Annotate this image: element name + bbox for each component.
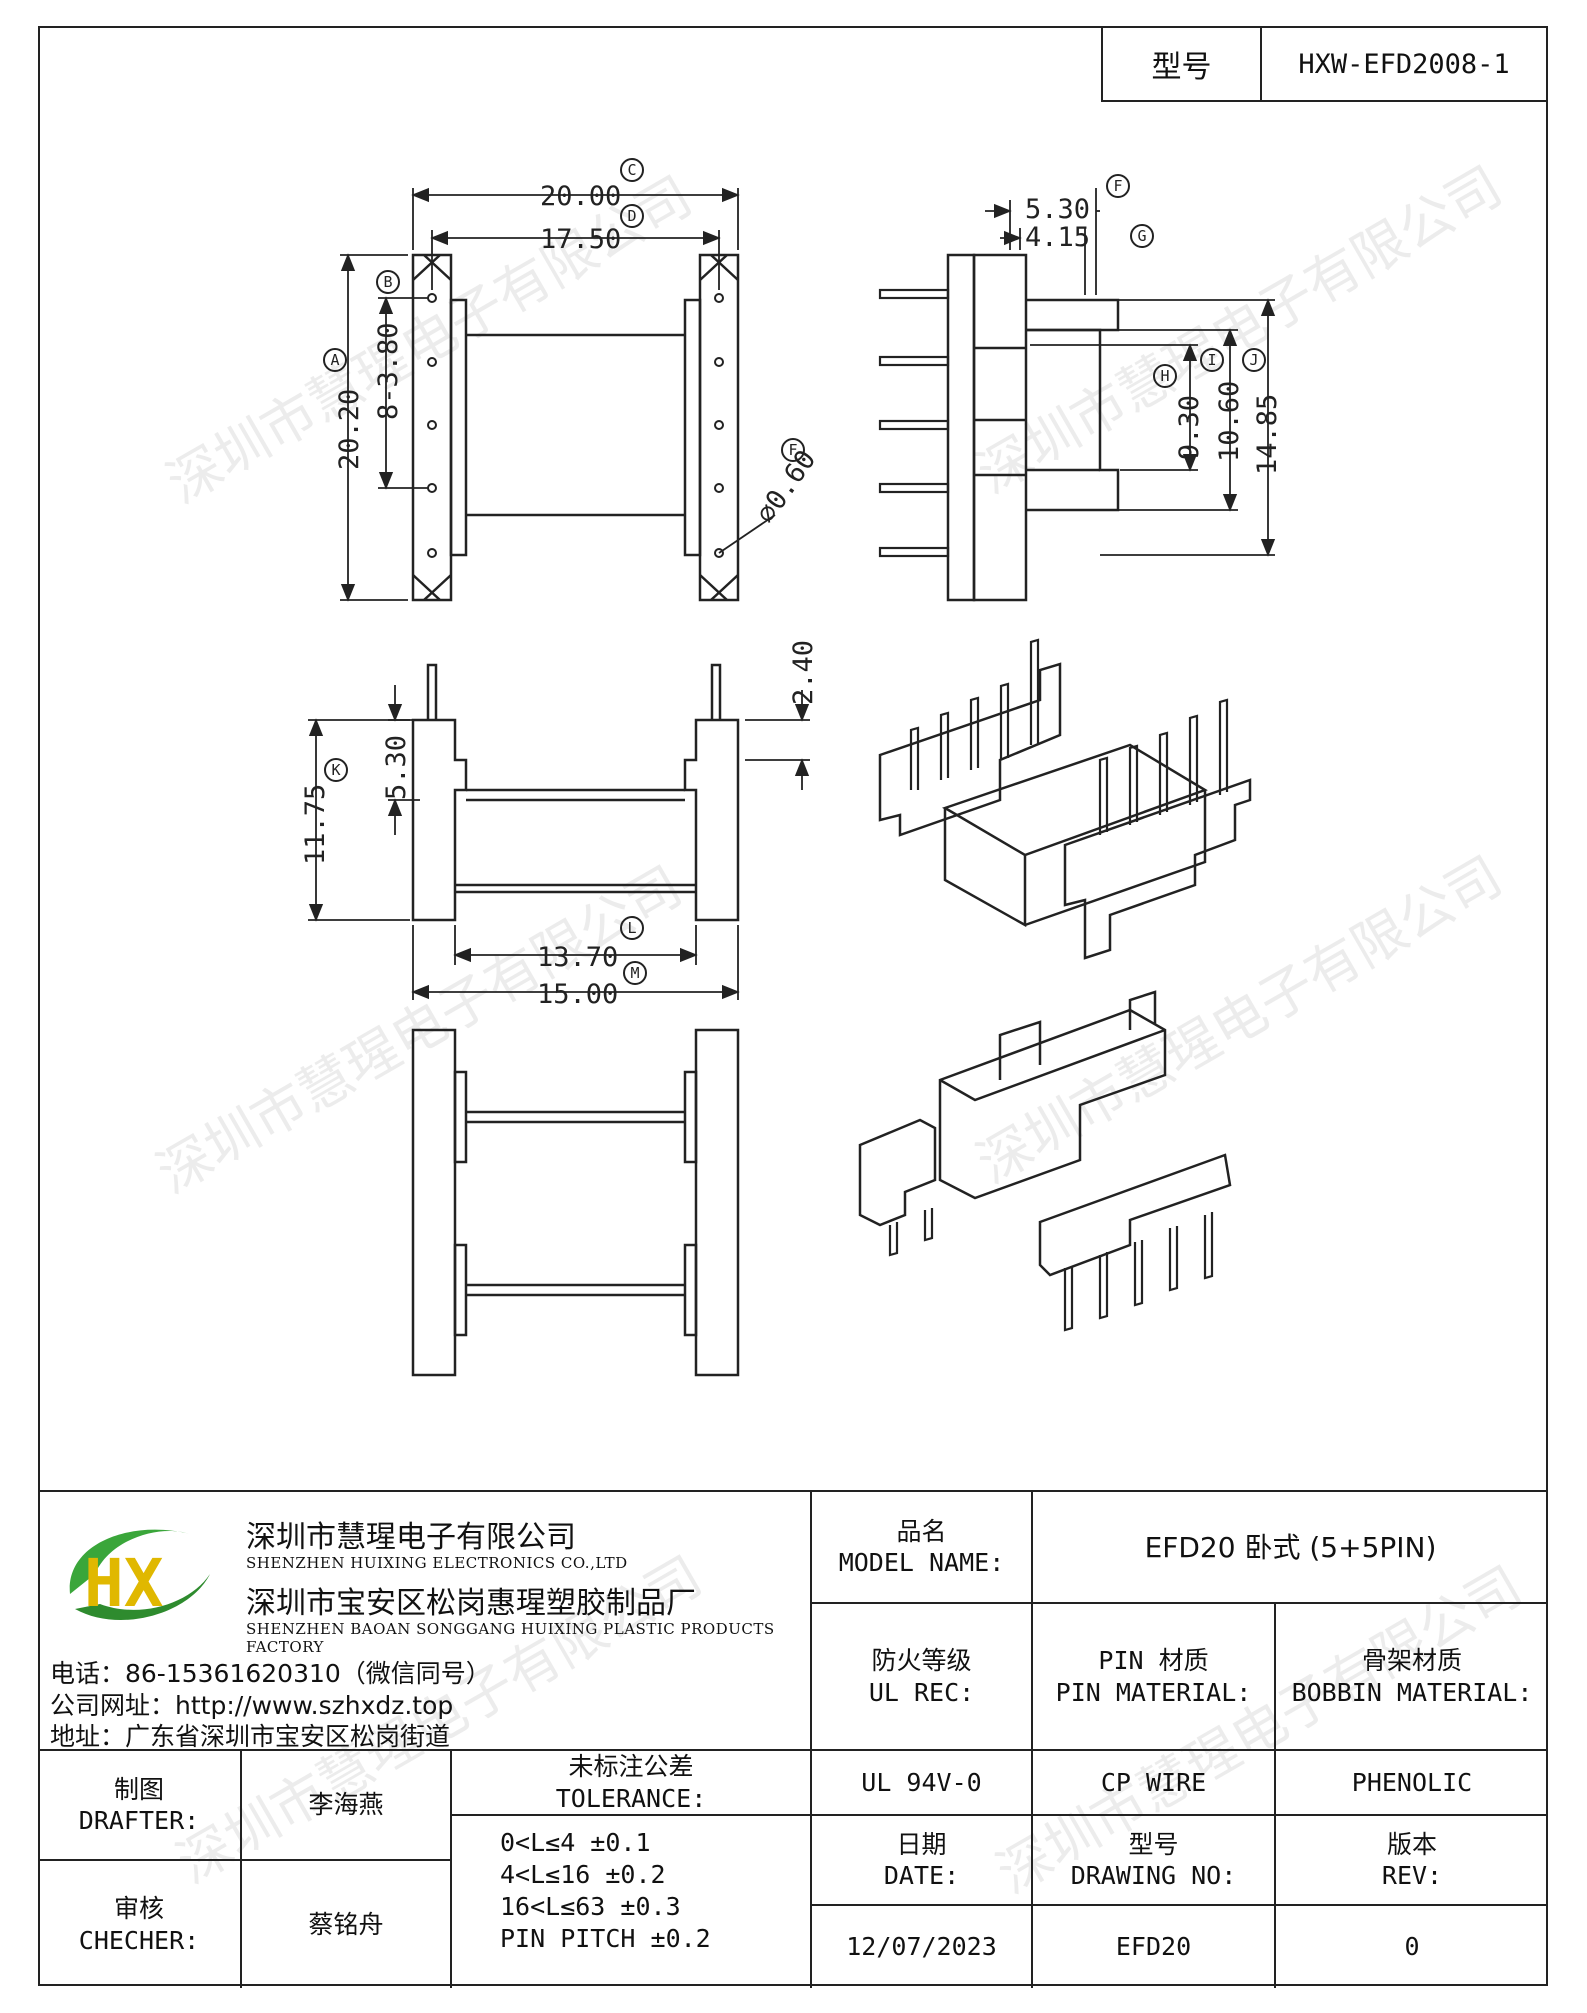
tolerance-table: 0<L≤4 ±0.1 4<L≤16 ±0.2 16<L≤63 ±0.3 PIN …	[500, 1827, 711, 1955]
dim-f-diameter-value: ⌀0.60	[750, 445, 822, 529]
factory-name-cn: 深圳市宝安区松岗惠瑆塑胶制品厂	[246, 1586, 696, 1621]
dim-d-value: 17.50	[540, 224, 621, 255]
side-view	[878, 188, 1276, 602]
dim-j-value: 14.85	[1252, 394, 1283, 475]
factory-name-en: SHENZHEN BAOAN SONGGANG HUIXING PLASTIC …	[246, 1620, 775, 1656]
dim-step-value: 5.30	[381, 735, 412, 800]
tag-j: J	[1249, 351, 1258, 369]
top-view-left-rib	[449, 298, 468, 557]
drafter-value: 李海燕	[308, 1790, 384, 1820]
top-view-right-rib	[683, 298, 702, 557]
company-logo: HX	[69, 1529, 210, 1622]
drafter-label: 制图 DRAFTER:	[78, 1774, 200, 1835]
company-name-cn: 深圳市慧瑆电子有限公司	[246, 1520, 576, 1555]
tolerance-row: 16<L≤63 ±0.3	[500, 1892, 681, 1921]
drawing-sheet-border	[38, 26, 1548, 1986]
tag-b: B	[383, 273, 392, 291]
checker-label: 审核 CHECHER:	[78, 1894, 200, 1955]
tag-d: D	[627, 207, 636, 225]
model-name-label: 品名 MODEL NAME:	[838, 1516, 1005, 1577]
isometric-view-top	[878, 638, 1252, 960]
tolerance-row: 0<L≤4 ±0.1	[500, 1828, 651, 1857]
tolerance-label: 未标注公差 TOLERANCE:	[555, 1752, 707, 1813]
model-number-box: 型号 HXW-EFD2008-1	[1101, 26, 1548, 102]
dim-b-value: 8-3.80	[373, 322, 404, 420]
rev-value: 0	[1404, 1932, 1420, 1962]
drawing-no-value: EFD20	[1115, 1932, 1192, 1962]
isometric-view-bottom	[858, 990, 1232, 1332]
model-number-label: 型号	[1103, 28, 1262, 100]
model-name-value: EFD20 卧式 (5+5PIN)	[1144, 1530, 1437, 1564]
bottom-view	[411, 1028, 740, 1377]
front-view	[308, 663, 810, 1000]
tag-i: I	[1207, 351, 1216, 369]
rev-label: 版本 REV:	[1381, 1829, 1443, 1890]
technical-drawing: 20.00 17.50 20.20 8-3.80 ⌀0.60 5.30 4.15…	[300, 158, 1283, 1377]
bobbin-material-label: 骨架材质 BOBBIN MATERIAL:	[1291, 1646, 1533, 1707]
pin-material-value: CP WIRE	[1100, 1767, 1207, 1797]
date-label: 日期 DATE:	[883, 1829, 960, 1890]
dim-side-g-value: 4.15	[1025, 222, 1090, 253]
pin-material-label: PIN 材质 PIN MATERIAL:	[1055, 1646, 1252, 1707]
top-view	[340, 187, 776, 602]
tag-a: A	[330, 351, 339, 369]
date-value: 12/07/2023	[846, 1932, 997, 1962]
tag-f: F	[788, 441, 797, 459]
dim-k-value: 11.75	[300, 784, 331, 865]
tag-k: K	[331, 761, 340, 779]
model-number-value: HXW-EFD2008-1	[1298, 48, 1510, 80]
bobbin-material-value: PHENOLIC	[1351, 1767, 1473, 1797]
dim-l-value: 13.70	[537, 942, 618, 973]
dim-c-value: 20.00	[540, 181, 621, 212]
company-info: HX 深圳市慧瑆电子有限公司 SHENZHEN HUIXING ELECTRON…	[48, 1504, 838, 1764]
tag-m: M	[630, 964, 639, 982]
dim-a-value: 20.20	[334, 389, 365, 470]
ul-rec-value: UL 94V-0	[861, 1767, 982, 1797]
dim-i-value: 10.60	[1214, 381, 1245, 462]
company-website: 公司网址：http://www.szhxdz.top	[50, 1691, 454, 1720]
company-address: 地址：广东省深圳市宝安区松岗街道	[50, 1722, 451, 1751]
drawing-no-label: 型号 DRAWING NO:	[1070, 1829, 1237, 1890]
checker-value: 蔡铭舟	[308, 1909, 384, 1939]
tolerance-row: 4<L≤16 ±0.2	[500, 1860, 666, 1889]
company-name-en: SHENZHEN HUIXING ELECTRONICS CO.,LTD	[246, 1554, 628, 1572]
tag-c: C	[627, 161, 636, 179]
title-block: HX 深圳市慧瑆电子有限公司 SHENZHEN HUIXING ELECTRON…	[38, 1490, 1548, 1988]
dim-m-value: 15.00	[537, 979, 618, 1010]
tag-g: G	[1137, 227, 1146, 245]
logo-letters: HX	[84, 1545, 163, 1622]
tolerance-row: PIN PITCH ±0.2	[500, 1924, 711, 1953]
dim-side-f-value: 5.30	[1025, 194, 1090, 225]
ul-rec-label: 防火等级 UL REC:	[868, 1646, 975, 1707]
tag-h: H	[1160, 367, 1169, 385]
dim-pin-value: 2.40	[788, 640, 819, 705]
tag-side-f: F	[1113, 177, 1122, 195]
dim-h-value: 9.30	[1174, 395, 1205, 460]
company-phone: 电话：86-15361620310（微信同号）	[50, 1659, 491, 1688]
tag-l: L	[627, 919, 636, 937]
